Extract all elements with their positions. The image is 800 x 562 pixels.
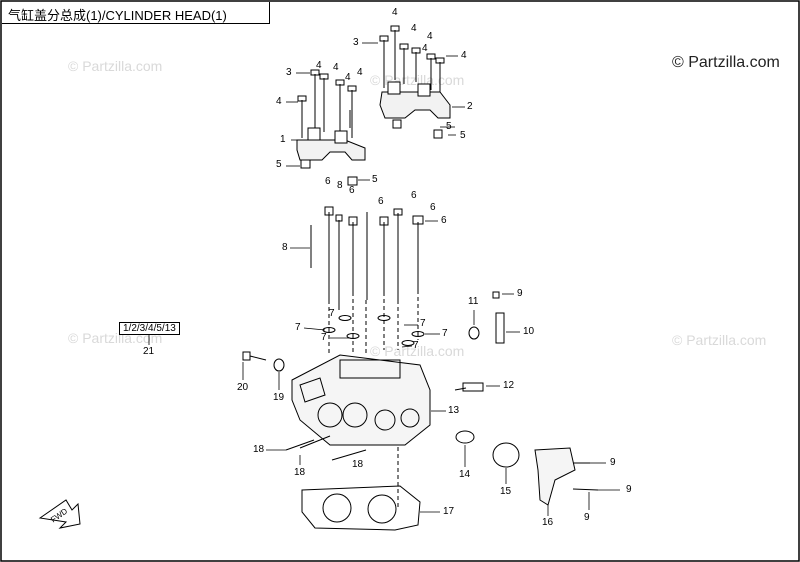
callout-5: 5	[372, 174, 378, 185]
callout-6: 6	[441, 215, 447, 226]
callout-4: 4	[333, 62, 339, 73]
watermark: © Partzilla.com	[68, 58, 163, 74]
callout-1: 1	[280, 134, 286, 145]
callout-6: 6	[349, 185, 355, 196]
callout-5: 5	[276, 159, 282, 170]
callout-18: 18	[294, 467, 306, 478]
callout-4: 4	[357, 67, 363, 78]
callout-8: 8	[337, 180, 343, 191]
callout-15: 15	[500, 486, 512, 497]
callout-4: 4	[422, 43, 428, 54]
watermark-corner: © Partzilla.com	[672, 54, 780, 71]
callout-6: 6	[411, 190, 417, 201]
callout-13: 13	[448, 405, 460, 416]
callout-4: 4	[316, 60, 322, 71]
callout-4: 4	[276, 96, 282, 107]
callout-18: 18	[352, 459, 364, 470]
watermark: © Partzilla.com	[672, 332, 767, 348]
callout-8: 8	[282, 242, 288, 253]
callout-18: 18	[253, 444, 265, 455]
title-box: 气缸盖分总成(1)/CYLINDER HEAD(1)	[2, 2, 270, 24]
callout-7: 7	[329, 308, 335, 319]
callout-16: 16	[542, 517, 554, 528]
callout-11: 11	[468, 296, 479, 307]
callout-9: 9	[517, 288, 523, 299]
callout-5: 5	[460, 130, 466, 141]
callout-3: 3	[353, 37, 359, 48]
callout-2: 2	[467, 101, 473, 112]
callout-19: 19	[273, 392, 285, 403]
callout-12: 12	[503, 380, 515, 391]
kit-label: 1/2/3/4/5/13	[119, 322, 180, 335]
callout-7: 7	[420, 318, 426, 329]
callout-21: 21	[143, 346, 155, 357]
callout-14: 14	[459, 469, 471, 480]
callout-7: 7	[413, 340, 419, 351]
callout-20: 20	[237, 382, 249, 393]
callout-3: 3	[286, 67, 292, 78]
callout-4: 4	[345, 72, 351, 83]
callout-5: 5	[446, 121, 452, 132]
watermark: © Partzilla.com	[370, 343, 465, 359]
callout-9: 9	[610, 457, 616, 468]
callout-10: 10	[523, 326, 535, 337]
callout-17: 17	[443, 506, 455, 517]
callout-4: 4	[427, 31, 433, 42]
callout-4: 4	[461, 50, 467, 61]
callout-7: 7	[442, 328, 448, 339]
diagram-title: 气缸盖分总成(1)/CYLINDER HEAD(1)	[8, 8, 227, 23]
callout-6: 6	[325, 176, 331, 187]
callout-6: 6	[430, 202, 436, 213]
callout-7: 7	[321, 332, 327, 343]
callout-6: 6	[378, 196, 384, 207]
callout-7: 7	[295, 322, 301, 333]
callout-9: 9	[584, 512, 590, 523]
callout-9: 9	[626, 484, 632, 495]
callout-4: 4	[392, 7, 398, 18]
callout-4: 4	[411, 23, 417, 34]
